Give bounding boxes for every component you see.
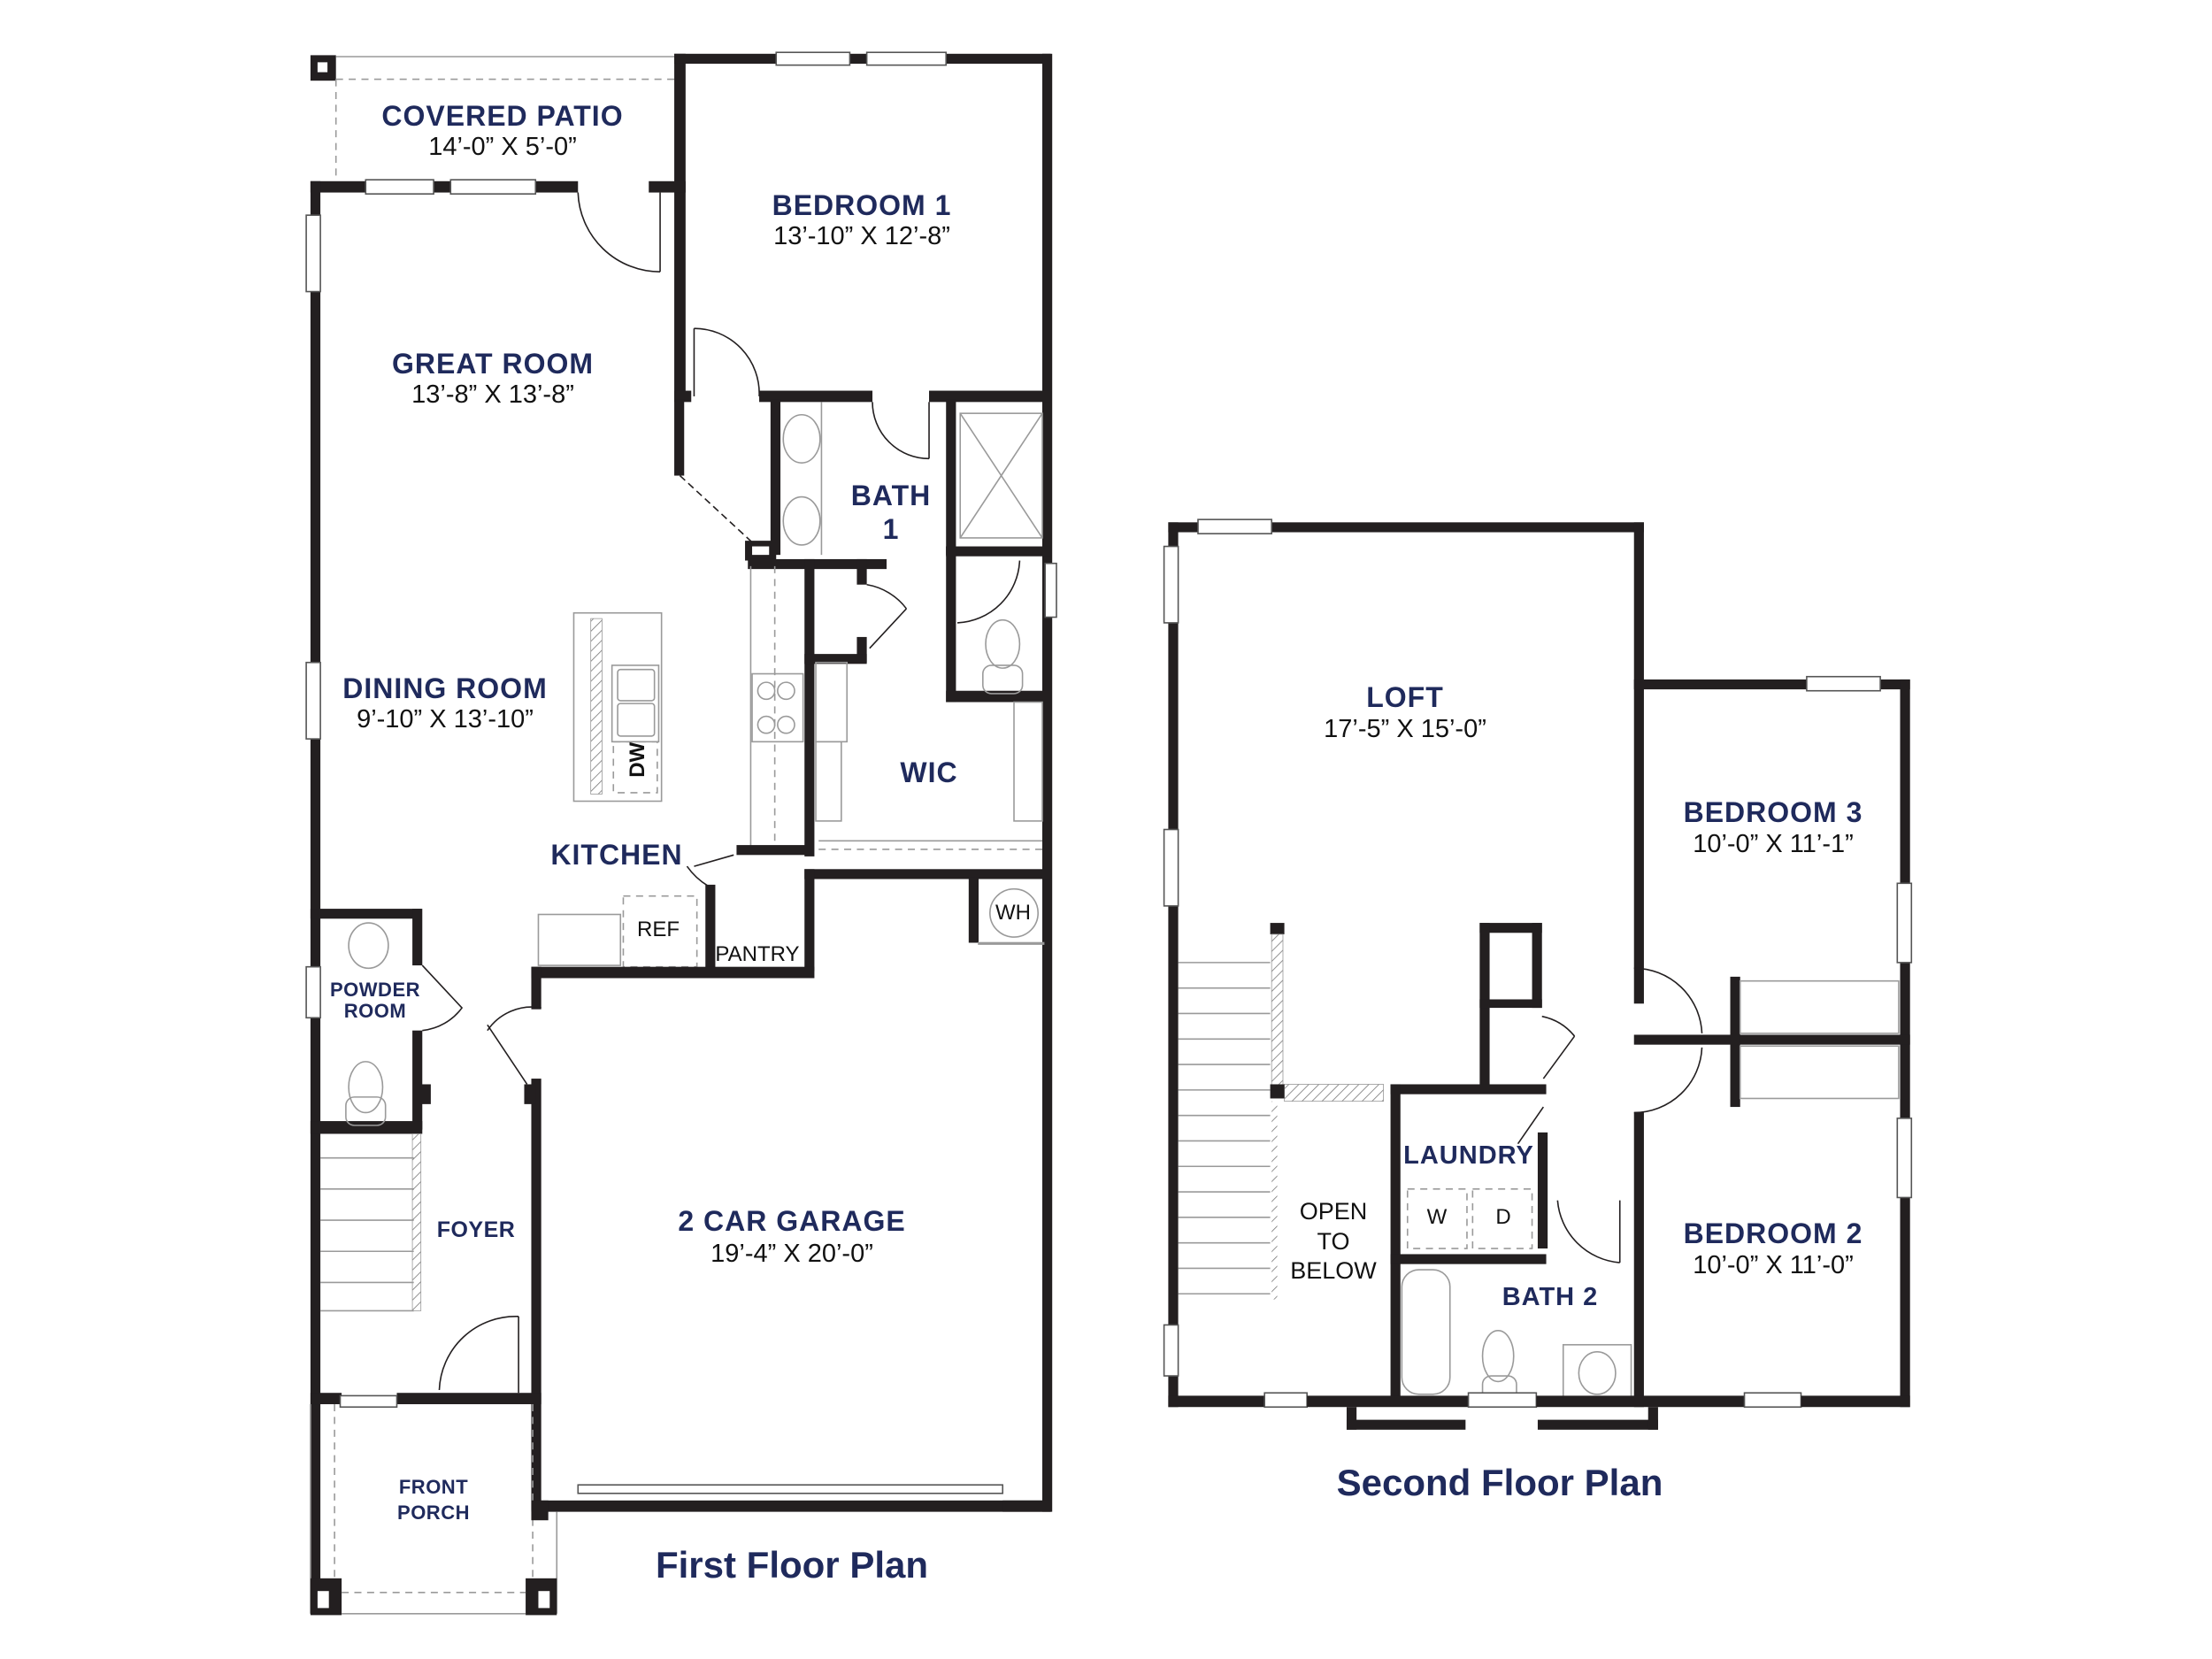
room-label-bath-2: BATH 2 [1502,1283,1599,1311]
room-label-foyer: FOYER [436,1217,516,1242]
dishwasher-label: DW [626,741,650,778]
water-heater-label: WH [995,901,1031,925]
room-dims-covered-patio: 14’-0” X 5’-0” [428,133,577,161]
room-label-powder-room-line2: ROOM [343,1000,407,1022]
open-to-below-line1: OPEN [1299,1198,1368,1225]
room-label-wic: WIC [900,757,958,788]
room-label-kitchen: KITCHEN [550,839,683,871]
room-label-dining-room: DINING ROOM [342,672,548,704]
washer-label: W [1426,1205,1448,1229]
first-floor-walls [305,51,1057,1616]
open-to-below-line2: TO [1317,1228,1350,1255]
room-label-loft: LOFT [1366,681,1444,713]
room-label-front-porch: FRONT [398,1476,469,1498]
room-dims-great-room: 13’-8” X 13’-8” [411,380,574,409]
room-label-bath-1-number: 1 [882,513,900,545]
room-dims-loft: 17’-5” X 15’-0” [1324,715,1486,743]
room-label-powder-room: POWDER [330,979,420,1001]
dryer-label: D [1495,1205,1511,1229]
room-label-2-car-garage: 2 CAR GARAGE [678,1205,906,1237]
second-floor-plan-title: Second Floor Plan [1336,1462,1663,1503]
room-label-covered-patio: COVERED PATIO [381,100,624,132]
room-label-bedroom-2: BEDROOM 2 [1683,1217,1863,1249]
room-label-bath-1: BATH [850,480,932,511]
first-floor-plan-title: First Floor Plan [655,1544,929,1586]
room-label-front-porch-line2: PORCH [397,1502,470,1524]
pantry-label: PANTRY [715,942,800,966]
room-label-bedroom-1: BEDROOM 1 [772,189,952,221]
room-dims-bedroom-1: 13’-10” X 12’-8” [773,222,950,250]
room-label-bedroom-3: BEDROOM 3 [1683,796,1863,828]
room-dims-dining-room: 9’-10” X 13’-10” [357,705,534,733]
second-floor-walls [1163,518,1913,1430]
room-label-great-room: GREAT ROOM [391,348,595,380]
open-to-below-line3: BELOW [1290,1257,1377,1284]
room-label-laundry: LAUNDRY [1403,1141,1534,1170]
room-dims-2-car-garage: 19’-4” X 20’-0” [710,1240,873,1268]
room-dims-bedroom-3: 10’-0” X 11’-1” [1693,830,1854,858]
room-dims-bedroom-2: 10’-0” X 11’-0” [1693,1251,1854,1279]
refrigerator-label: REF [637,918,680,941]
